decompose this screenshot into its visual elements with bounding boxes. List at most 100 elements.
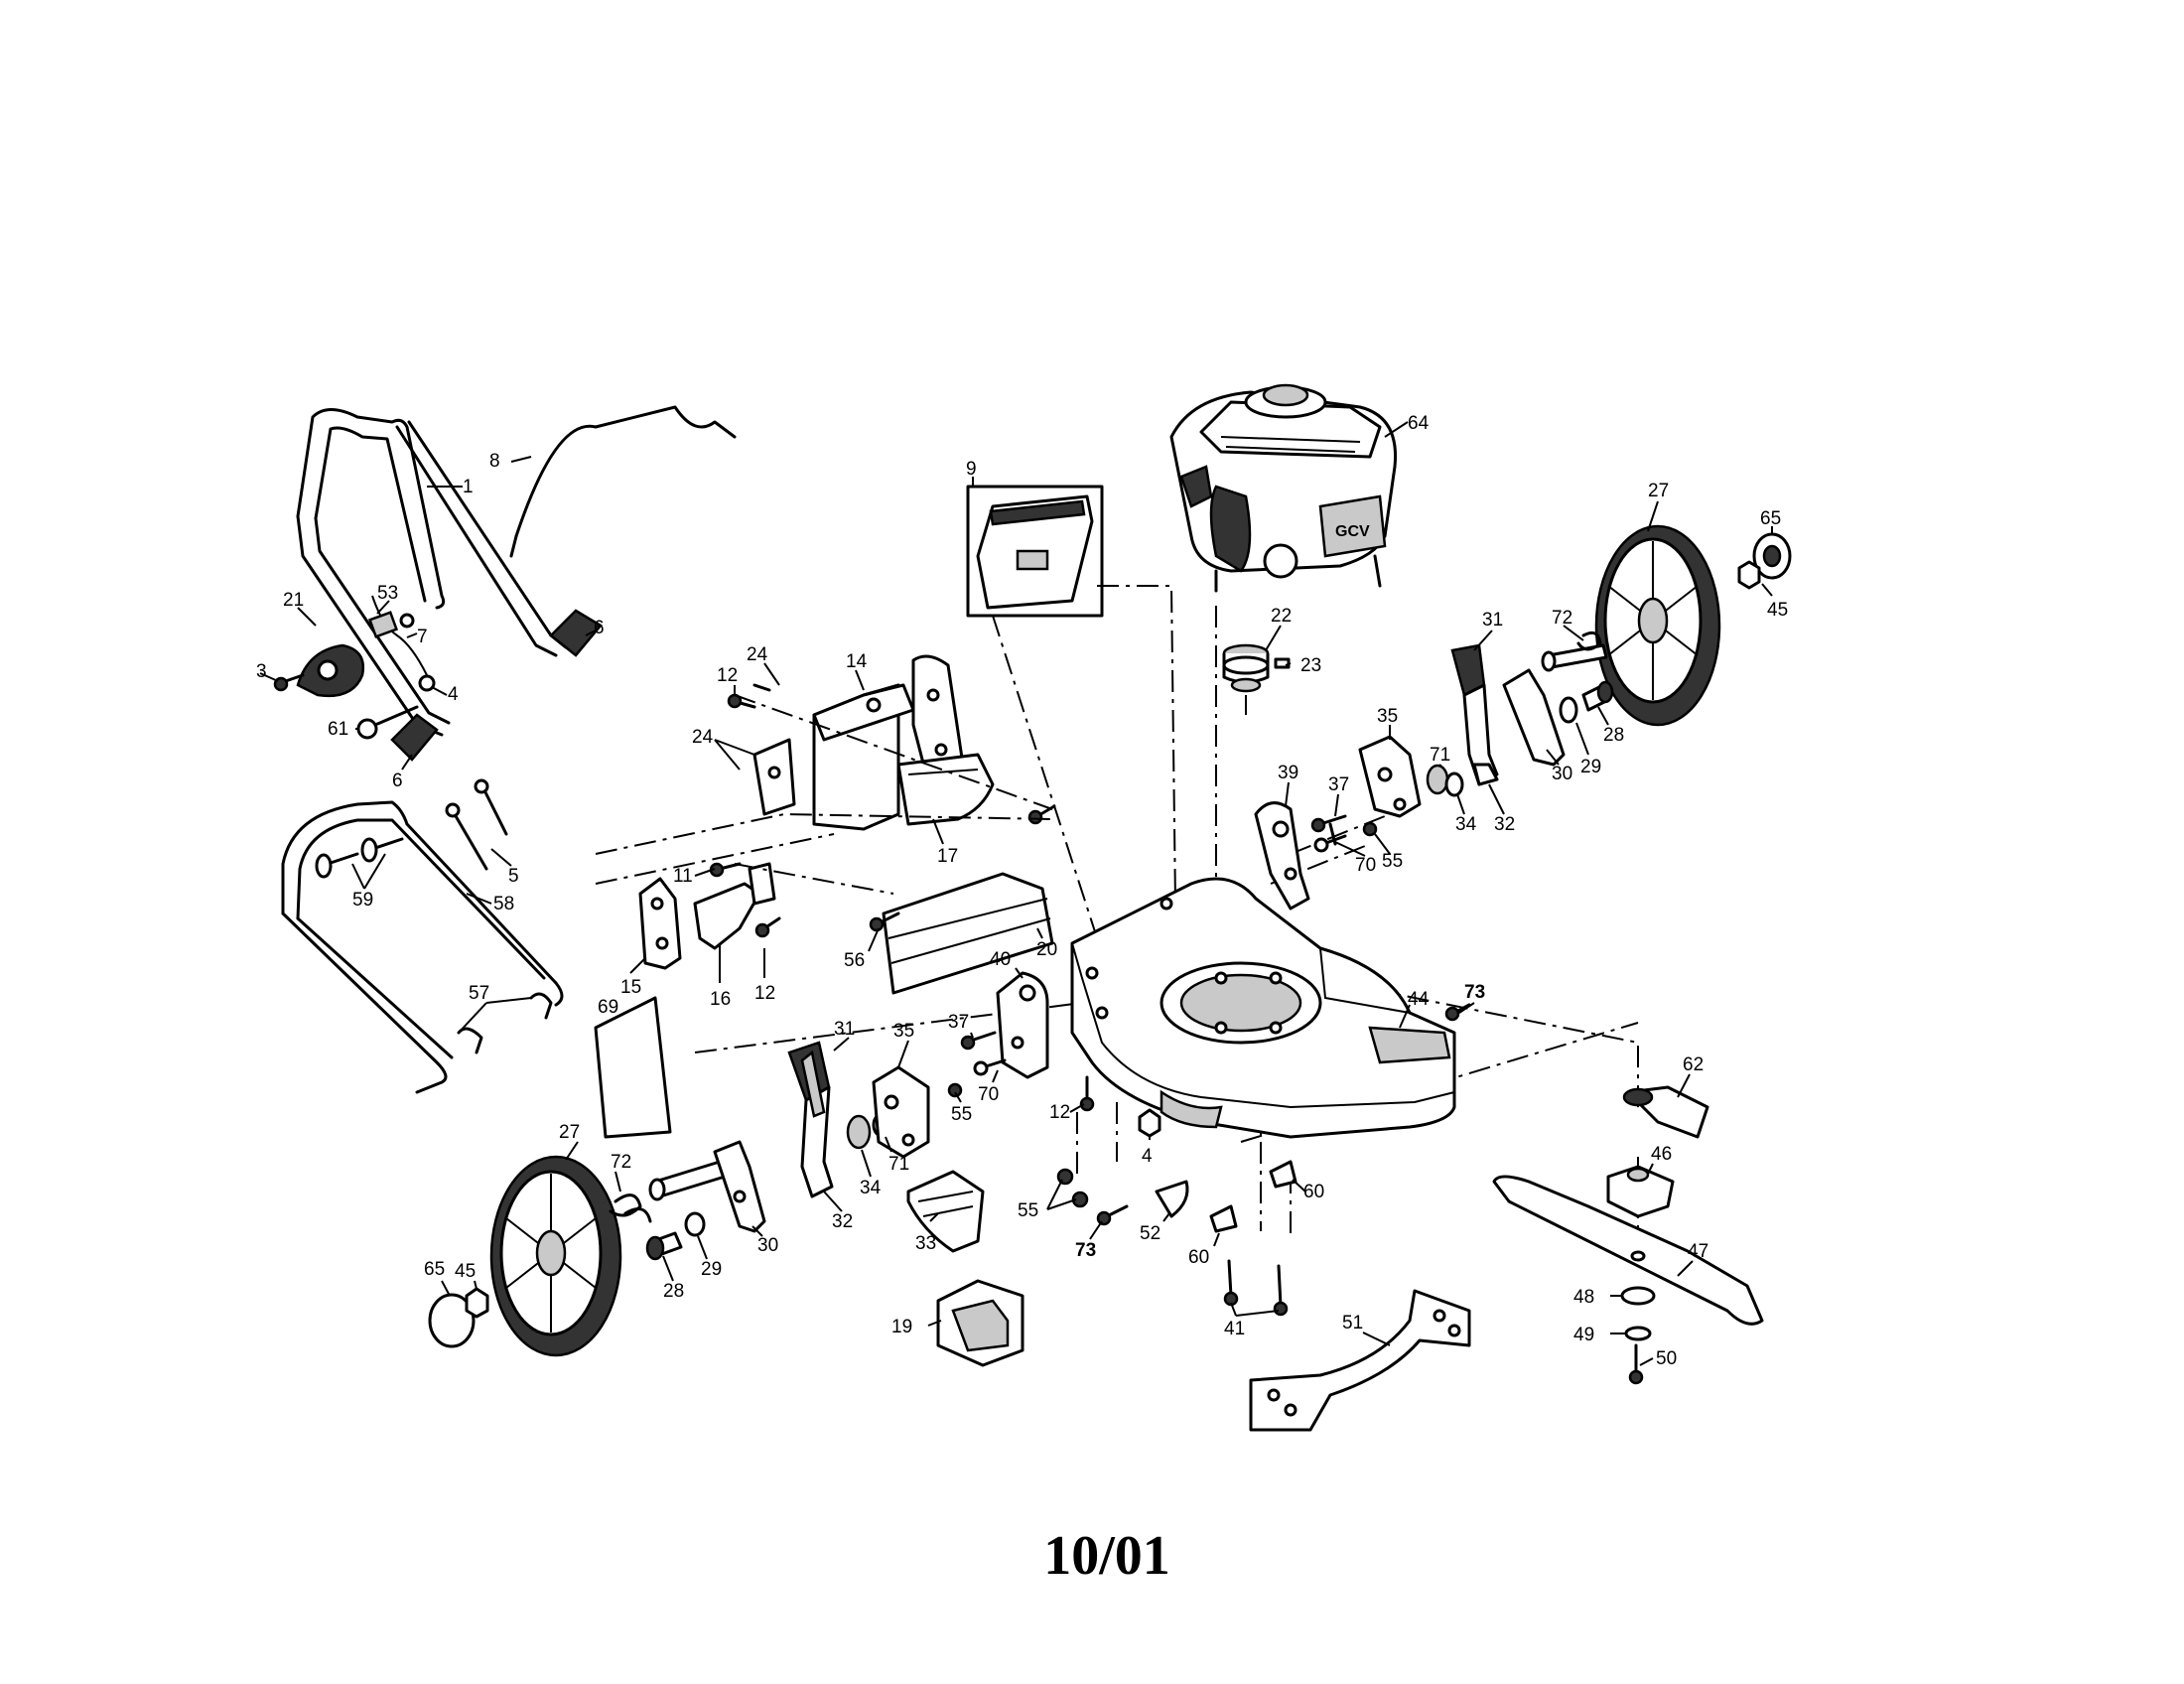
- bushing-71-34-32-right: [1426, 763, 1499, 797]
- callout-55-lower: 55: [1018, 1200, 1038, 1221]
- callout-37-right: 37: [1328, 774, 1349, 795]
- callout-20: 20: [1036, 939, 1057, 960]
- callout-4: 4: [448, 684, 459, 705]
- bracket-9: [966, 485, 1104, 618]
- control-cable: [509, 405, 737, 558]
- callout-47: 47: [1688, 1241, 1708, 1262]
- axle-bolt-left: [648, 1160, 727, 1201]
- key-23: [1274, 657, 1291, 669]
- pulley-22: [1222, 643, 1270, 693]
- callout-28-left: 28: [663, 1281, 684, 1302]
- blade-47: [1492, 1175, 1764, 1326]
- bracket-39: [1254, 801, 1310, 911]
- callout-labels: 1 8 21 53 7 3 4 61 6 6 5 59 58 57 69 9 1…: [256, 413, 1788, 1369]
- callout-71-left: 71: [888, 1154, 909, 1175]
- clamp-59: [315, 837, 404, 879]
- callout-6-left: 6: [392, 771, 403, 791]
- callout-12-upper: 12: [717, 665, 738, 686]
- lower-handle: [281, 800, 564, 1094]
- callout-50: 50: [1656, 1348, 1677, 1369]
- page-footer-date: 10/01: [1043, 1525, 1170, 1587]
- callout-27-left: 27: [559, 1122, 580, 1143]
- callout-44: 44: [1408, 989, 1430, 1010]
- callout-72-left: 72: [611, 1152, 631, 1173]
- callout-29-right: 29: [1580, 757, 1601, 777]
- callout-41: 41: [1224, 1319, 1245, 1339]
- leader-lines: [259, 421, 1773, 1366]
- callout-31-left: 31: [834, 1019, 855, 1040]
- cover-33: [906, 1170, 985, 1253]
- callout-12-lower: 12: [1049, 1102, 1070, 1123]
- engine-64: GCV: [1169, 383, 1398, 593]
- plate-35-right: [1358, 735, 1422, 818]
- plate-35-left: [872, 1065, 930, 1159]
- callout-62: 62: [1683, 1054, 1704, 1075]
- height-lever-31-right: [1450, 643, 1499, 786]
- callout-40: 40: [990, 949, 1011, 970]
- callout-45-right: 45: [1767, 600, 1788, 621]
- callout-12-middle: 12: [754, 983, 775, 1004]
- callout-52: 52: [1140, 1223, 1160, 1244]
- callout-55-right: 55: [1382, 851, 1403, 872]
- adapter-46: [1606, 1165, 1675, 1218]
- height-lever-31-left: [787, 1041, 834, 1198]
- callout-8: 8: [489, 451, 500, 472]
- callout-16: 16: [710, 989, 731, 1010]
- washer-29-left: [684, 1211, 706, 1237]
- callout-70-left: 70: [978, 1084, 999, 1105]
- callout-15: 15: [620, 977, 641, 998]
- hubcap-65-left: [428, 1293, 476, 1348]
- lower-screws-12-4-55-73: [1056, 1003, 1471, 1226]
- screws-37-70-55-left: [947, 1031, 1007, 1098]
- callout-32-right: 32: [1494, 814, 1515, 835]
- callout-34-right: 34: [1455, 814, 1477, 835]
- wheel-27-left: [489, 1155, 622, 1357]
- callout-53: 53: [377, 583, 398, 604]
- callout-9: 9: [966, 459, 977, 480]
- callout-1: 1: [463, 477, 474, 497]
- grass-bag-69: [594, 996, 672, 1139]
- axle-bolt-right: [1541, 643, 1608, 672]
- callout-60-right: 60: [1303, 1182, 1324, 1202]
- blade-adapter-62: [1622, 1085, 1709, 1139]
- bolt-28-right: [1581, 680, 1614, 712]
- callout-6-right: 6: [594, 618, 605, 638]
- handle-knob-left: [296, 643, 439, 762]
- small-hardware-upper: [367, 595, 436, 692]
- callout-31-right: 31: [1482, 610, 1503, 631]
- bracket-16: [693, 862, 776, 950]
- callout-65-right: 65: [1760, 508, 1781, 529]
- deflector-17: [896, 753, 995, 826]
- callout-39: 39: [1278, 763, 1298, 783]
- baffle-14: [812, 683, 915, 831]
- callout-29-left: 29: [701, 1259, 722, 1280]
- handle-knob-right: [549, 609, 603, 657]
- callout-48: 48: [1573, 1287, 1594, 1308]
- callout-45-left: 45: [455, 1261, 476, 1282]
- callout-64: 64: [1408, 413, 1430, 434]
- callout-14: 14: [846, 651, 868, 672]
- callout-23: 23: [1300, 655, 1321, 676]
- callout-73-lower: 73: [1075, 1240, 1096, 1261]
- callout-11: 11: [673, 866, 693, 887]
- spring-72-right: [1576, 631, 1602, 651]
- callout-24-upper: 24: [747, 644, 768, 665]
- callout-5: 5: [508, 866, 519, 887]
- bolt-5: [445, 778, 508, 871]
- callout-72-right: 72: [1552, 608, 1572, 629]
- bolt-28-left: [645, 1231, 683, 1261]
- rear-flap-20: [882, 872, 1054, 995]
- bracket-24: [752, 738, 796, 816]
- callout-65-left: 65: [424, 1259, 445, 1280]
- callout-21: 21: [283, 590, 304, 611]
- callout-32-left: 32: [832, 1211, 853, 1232]
- bracket-15: [638, 877, 682, 970]
- callout-59: 59: [352, 890, 373, 911]
- callout-7: 7: [417, 627, 428, 647]
- svg-text:GCV: GCV: [1335, 523, 1370, 540]
- nut-45-left: [465, 1287, 489, 1319]
- callout-37-left: 37: [948, 1012, 969, 1033]
- mower-deck-44: [1070, 877, 1456, 1139]
- clip-52: [1155, 1180, 1189, 1218]
- callout-58: 58: [493, 894, 514, 914]
